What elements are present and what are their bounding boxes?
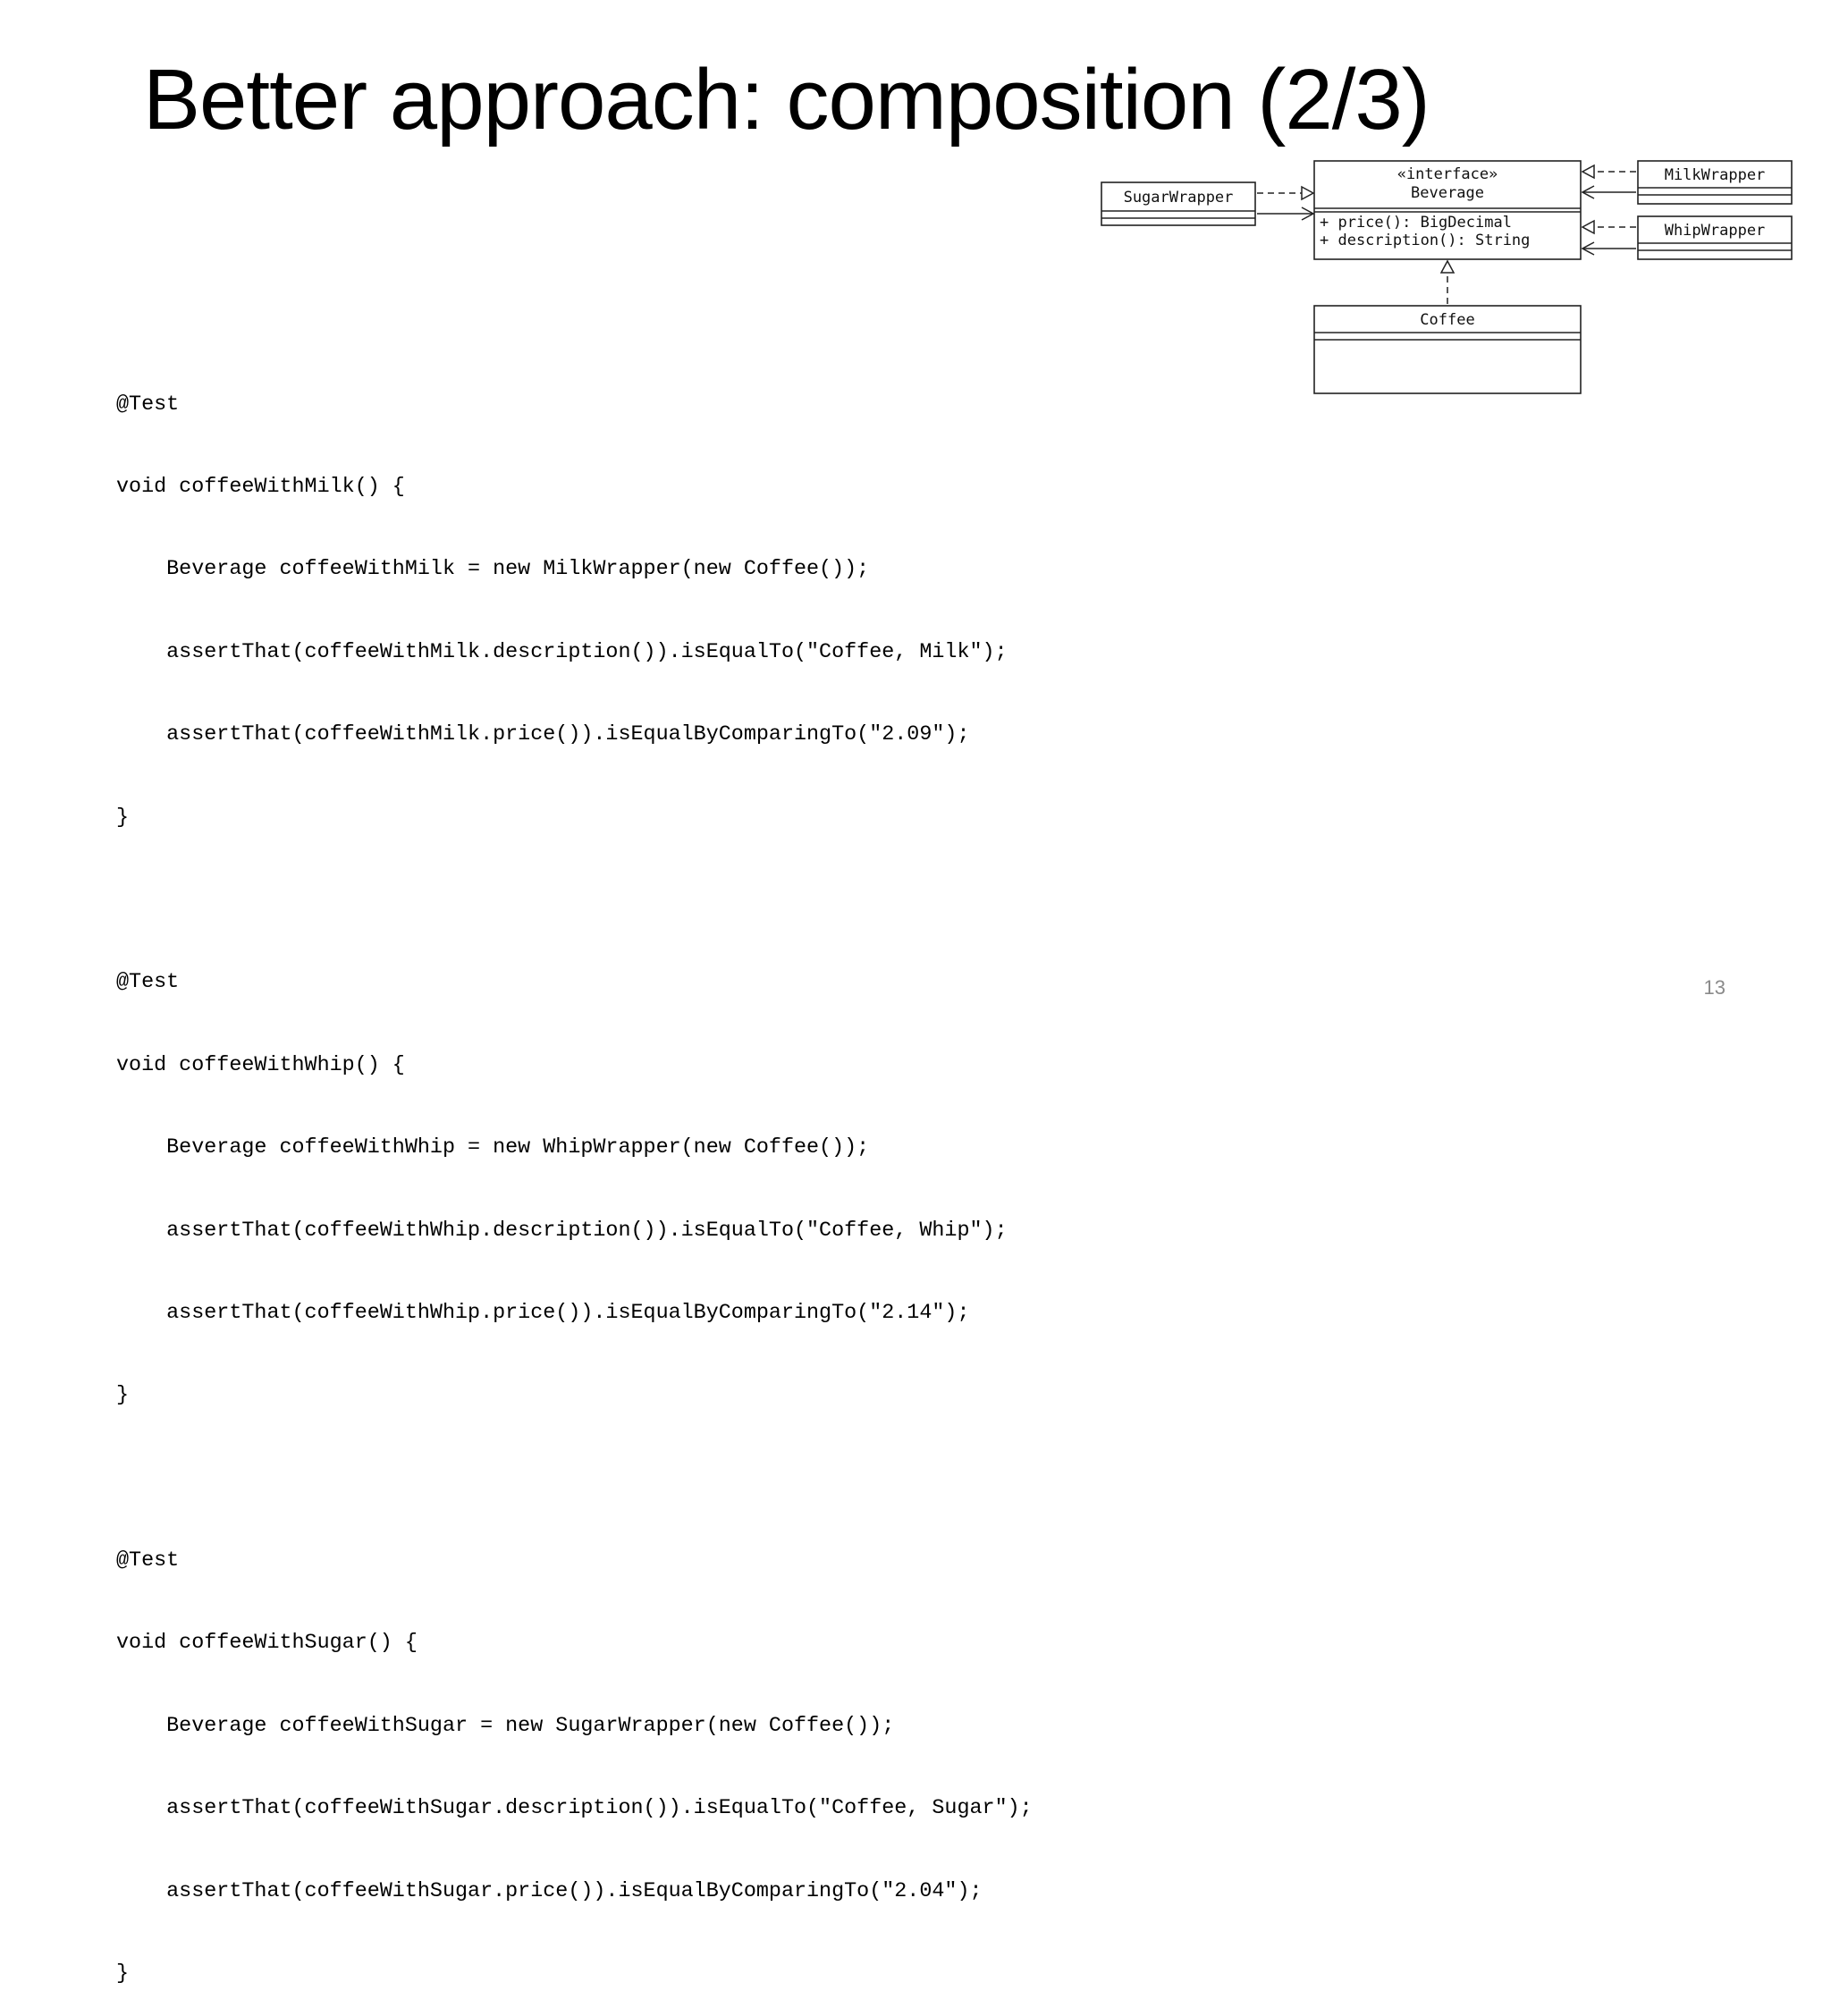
- code-line: [116, 887, 1033, 915]
- whip-implements-arrow: [1581, 219, 1636, 235]
- sugar-wraps-arrow: [1257, 207, 1315, 221]
- beverage-method-description: + description(): String: [1320, 232, 1530, 249]
- beverage-name: Beverage: [1411, 184, 1484, 202]
- milk-wrapper-box: [1637, 160, 1793, 205]
- beverage-method-price: + price(): BigDecimal: [1320, 214, 1512, 232]
- coffee-name: Coffee: [1420, 311, 1474, 329]
- uml-class-diagram: «interface» Beverage + price(): BigDecim…: [1101, 160, 1793, 394]
- code-line: assertThat(coffeeWithWhip.price()).isEqu…: [116, 1301, 970, 1325]
- code-block: @Test void coffeeWithMilk() { Beverage c…: [116, 336, 1033, 2016]
- slide-title: Better approach: composition (2/3): [143, 52, 1430, 148]
- code-line: [116, 1465, 1033, 1493]
- code-line: assertThat(coffeeWithSugar.description()…: [116, 1797, 1033, 1821]
- uml-class-sugar-wrapper: SugarWrapper: [1101, 181, 1256, 226]
- whip-wrapper-name: WhipWrapper: [1665, 222, 1766, 240]
- uml-class-beverage: «interface» Beverage + price(): BigDecim…: [1313, 160, 1582, 260]
- coffee-box: [1313, 305, 1582, 394]
- whip-wrapper-box: [1637, 215, 1793, 260]
- uml-class-milk-wrapper: MilkWrapper: [1637, 160, 1793, 205]
- code-line: assertThat(coffeeWithMilk.price()).isEqu…: [116, 723, 970, 747]
- code-line: void coffeeWithMilk() {: [116, 475, 405, 499]
- sugar-wrapper-name: SugarWrapper: [1124, 189, 1234, 207]
- code-line: assertThat(coffeeWithSugar.price()).isEq…: [116, 1879, 983, 1903]
- milk-wrapper-name: MilkWrapper: [1665, 166, 1766, 184]
- code-line: void coffeeWithSugar() {: [116, 1632, 418, 1656]
- beverage-box: [1313, 160, 1582, 260]
- code-line: }: [116, 1384, 130, 1408]
- code-line: void coffeeWithWhip() {: [116, 1053, 405, 1077]
- code-line: @Test: [116, 971, 180, 995]
- milk-implements-arrow: [1581, 164, 1636, 180]
- sugar-implements-arrow: [1257, 185, 1315, 201]
- code-line: Beverage coffeeWithWhip = new WhipWrappe…: [116, 1136, 870, 1160]
- code-line: Beverage coffeeWithSugar = new SugarWrap…: [116, 1714, 895, 1738]
- page-number: 13: [1703, 976, 1726, 999]
- whip-wraps-arrow: [1581, 241, 1636, 256]
- uml-class-coffee: Coffee: [1313, 305, 1582, 394]
- code-line: }: [116, 806, 130, 830]
- code-line: @Test: [116, 1549, 180, 1573]
- code-line: }: [116, 1962, 130, 1986]
- code-line: assertThat(coffeeWithWhip.description())…: [116, 1219, 1008, 1243]
- code-line: assertThat(coffeeWithMilk.description())…: [116, 640, 1008, 664]
- code-line: @Test: [116, 392, 180, 417]
- milk-wraps-arrow: [1581, 185, 1636, 199]
- code-line: Beverage coffeeWithMilk = new MilkWrappe…: [116, 558, 870, 582]
- coffee-implements-arrow: [1439, 259, 1456, 304]
- uml-class-whip-wrapper: WhipWrapper: [1637, 215, 1793, 260]
- beverage-stereotype: «interface»: [1397, 165, 1498, 183]
